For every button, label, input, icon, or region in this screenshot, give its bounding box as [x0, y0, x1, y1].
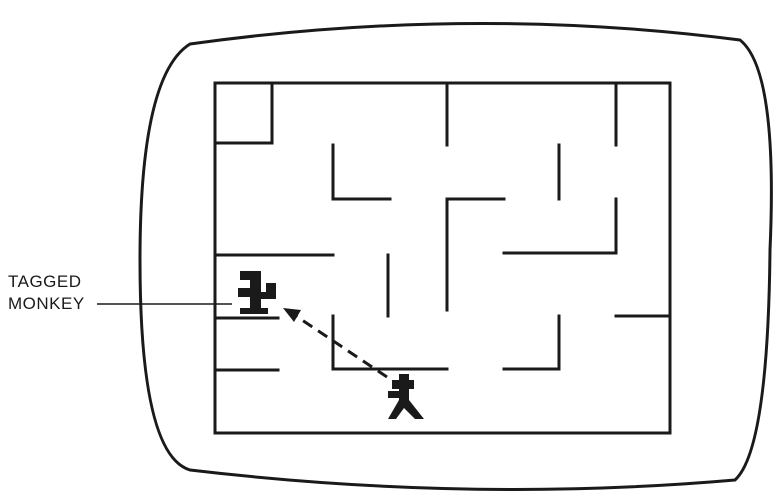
maze-wall [213, 81, 274, 145]
maze-walls [213, 81, 672, 372]
maze-wall [331, 314, 449, 371]
maze-wall [502, 197, 618, 255]
maze-wall [331, 143, 392, 201]
maze-wall [502, 314, 561, 371]
tagged-monkey-icon [238, 271, 276, 314]
throw-arrow-icon [283, 308, 388, 379]
tv-screen-bezel [138, 21, 773, 491]
player-monkey-icon [388, 374, 424, 419]
callout-label-line1: TAGGED [8, 272, 82, 291]
maze-border [213, 81, 672, 435]
maze-wall [445, 197, 506, 312]
callout-label-line2: MONKEY [8, 294, 85, 313]
